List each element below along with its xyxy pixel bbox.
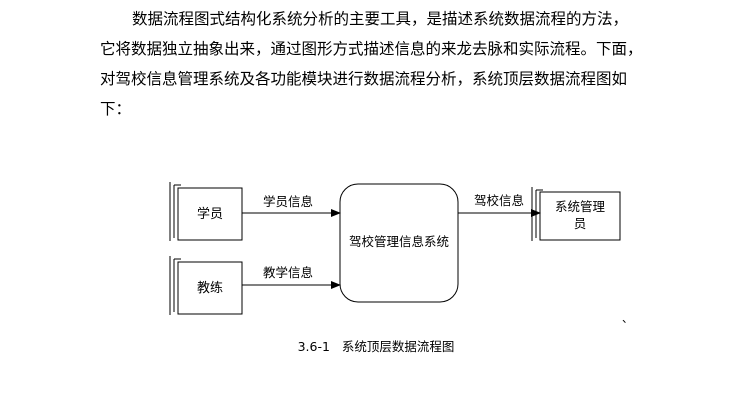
entity-coach-label: 教练 <box>197 280 223 296</box>
entity-student: 学员 <box>169 182 243 241</box>
flow-school-info-label: 驾校信息 <box>474 193 524 208</box>
entity-admin: 系统管理 员 <box>531 187 621 241</box>
entity-admin-label-line1: 系统管理 <box>555 199 606 214</box>
process-driving-school-mis: 驾校管理信息系统 <box>339 183 459 303</box>
flow-teaching-info-label: 教学信息 <box>263 265 313 280</box>
flow-student-info: 学员信息 <box>242 194 341 217</box>
entity-student-label: 学员 <box>197 206 223 222</box>
paragraph-line-2: 它将数据独立抽象出来，通过图形方式描述信息的来龙去脉和实际流程。下面， <box>100 40 643 58</box>
entity-admin-label-line2: 员 <box>574 216 587 231</box>
process-label: 驾校管理信息系统 <box>349 234 449 249</box>
paragraph-line-3: 对驾校信息管理系统及各功能模块进行数据流程分析，系统顶层数据流程图如 <box>100 70 628 88</box>
figure-caption: 3.6-1 系统顶层数据流程图 <box>0 336 752 355</box>
entity-coach: 教练 <box>169 256 243 315</box>
paragraph-line-4: 下： <box>100 100 132 118</box>
flow-school-info: 驾校信息 <box>458 193 541 217</box>
flow-student-info-label: 学员信息 <box>263 194 313 209</box>
figure-title: 系统顶层数据流程图 <box>341 339 455 354</box>
stray-mark: 、 <box>622 312 633 325</box>
intro-paragraph: 数据流程图式结构化系统分析的主要工具，是描述系统数据流程的方法， 它将数据独立抽… <box>100 4 670 124</box>
figure-number: 3.6-1 <box>297 339 330 354</box>
paragraph-line-1: 数据流程图式结构化系统分析的主要工具，是描述系统数据流程的方法， <box>132 10 629 28</box>
flow-teaching-info: 教学信息 <box>242 265 341 289</box>
